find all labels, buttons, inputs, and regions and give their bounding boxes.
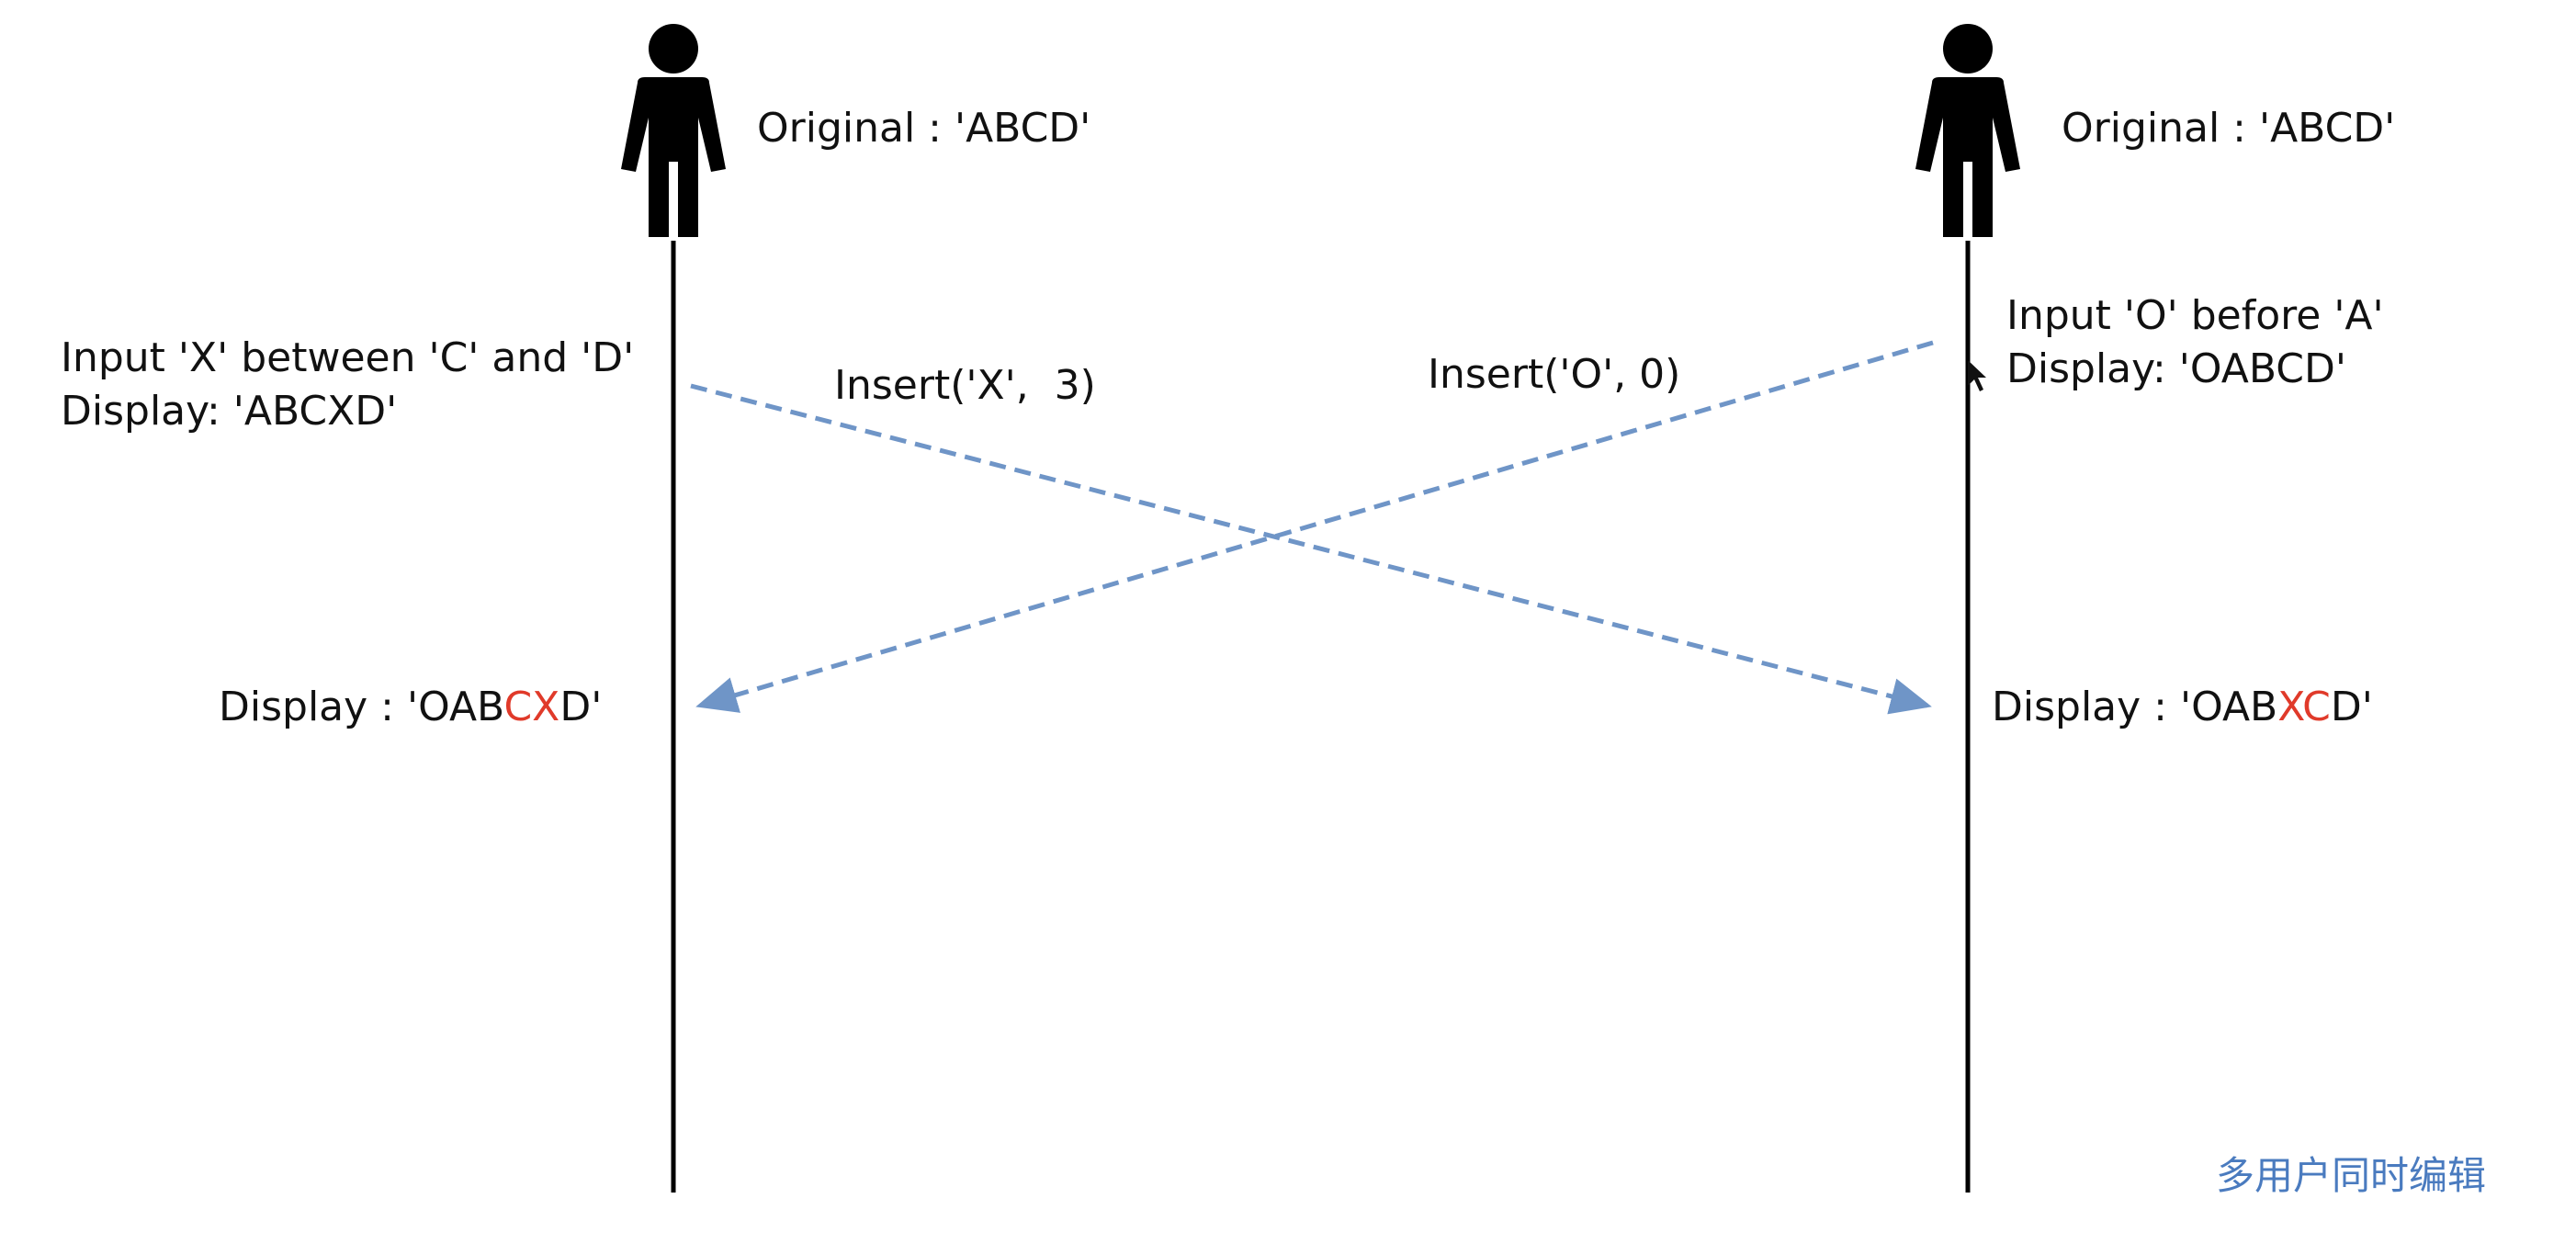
right-final-display: Display : 'OABXCD' (1992, 682, 2373, 733)
arrow-left-to-right (690, 383, 1932, 715)
right-original-label: Original : 'ABCD' (2062, 105, 2396, 152)
arrow-right-to-left (695, 340, 1934, 713)
person-icon (621, 24, 726, 237)
left-action-line2: Display: 'ABCXD' (61, 388, 398, 435)
mouse-cursor-icon (1968, 360, 1986, 391)
right-final-prefix: Display : 'OAB (1992, 684, 2278, 730)
left-original-label: Original : 'ABCD' (757, 105, 1091, 152)
left-final-highlight: CX (503, 684, 560, 730)
left-final-display: Display : 'OABCXD' (219, 682, 602, 733)
right-action-line2: Display: 'OABCD' (2006, 345, 2346, 392)
left-final-suffix: D' (559, 684, 603, 730)
right-final-highlight: XC (2277, 684, 2331, 730)
right-final-suffix: D' (2330, 684, 2373, 730)
person-icon (1915, 24, 2020, 237)
left-action-line1: Input 'X' between 'C' and 'D' (61, 334, 635, 381)
message-insert-o: Insert('O', 0) (1428, 351, 1681, 398)
left-final-prefix: Display : 'OAB (219, 684, 504, 730)
right-action-line1: Input 'O' before 'A' (2006, 292, 2384, 339)
watermark-caption: 多用户同时编辑 (2216, 1153, 2487, 1198)
message-insert-x: Insert('X', 3) (834, 362, 1096, 409)
